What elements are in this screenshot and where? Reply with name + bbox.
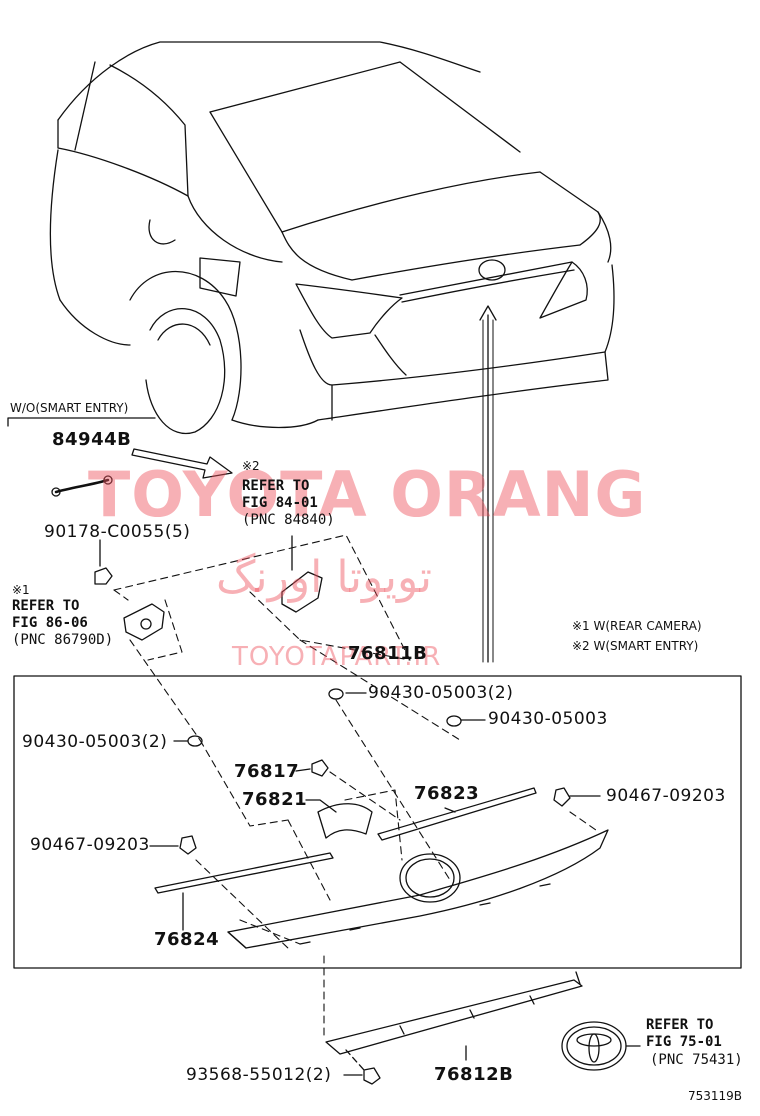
wo-smart-entry-label: W/O(SMART ENTRY) [10, 401, 129, 415]
screw-icon [553, 787, 571, 807]
part-84944b: 84944B [52, 429, 132, 450]
washer-icon [446, 715, 462, 727]
plate-icon [317, 803, 373, 839]
car-body-drawing [49, 41, 615, 435]
ref2-line2: FIG 84-01 [242, 495, 318, 511]
watermark-site: TOYOTAPART.IR [232, 642, 442, 672]
ref2-line3: (PNC 84840) [242, 512, 335, 528]
strip-right-icon [377, 787, 537, 841]
arrow-up-icon [479, 305, 497, 663]
part-76821: 76821 [242, 789, 308, 810]
ref2-mark: ※2 [242, 459, 260, 473]
nut-icon [94, 567, 113, 585]
part-76817: 76817 [234, 761, 300, 782]
washer-icon [187, 735, 203, 747]
washer-icon [328, 688, 344, 700]
part-76823: 76823 [414, 783, 480, 804]
strip-76812b-icon [325, 979, 583, 1055]
parts-box [13, 675, 742, 969]
strip-left-icon [154, 852, 334, 894]
garnish-76811b-icon [227, 829, 609, 949]
screw-icon [363, 1067, 381, 1085]
figure-id: 753119B [688, 1089, 743, 1103]
ref1-line1: REFER TO [12, 598, 80, 614]
switch-icon [281, 571, 323, 613]
ref3-line3: (PNC 75431) [650, 1052, 743, 1068]
part-90178-c0055: 90178-C0055(5) [44, 522, 191, 542]
part-90467-09203-right: 90467-09203 [606, 786, 726, 806]
ref3-line1: REFER TO [646, 1017, 714, 1033]
part-76811b: 76811B [348, 643, 428, 664]
rear-camera-icon [123, 603, 165, 641]
part-90430-05003-2-left: 90430-05003(2) [22, 732, 168, 752]
ref1-mark: ※1 [12, 583, 30, 597]
ref1-line2: FIG 86-06 [12, 615, 88, 631]
part-76812b: 76812B [434, 1064, 514, 1085]
toyota-emblem-icon [561, 1021, 641, 1071]
note-rear-camera: ※1 W(REAR CAMERA) [572, 619, 702, 633]
emblem-ring-icon [399, 853, 461, 903]
note-smart-entry: ※2 W(SMART ENTRY) [572, 639, 699, 653]
part-76824: 76824 [154, 929, 220, 950]
part-90467-09203-left: 90467-09203 [30, 835, 150, 855]
part-90430-05003-2-top: 90430-05003(2) [368, 683, 514, 703]
ref1-line3: (PNC 86790D) [12, 632, 114, 648]
screw-icon [179, 835, 197, 855]
ref3-line2: FIG 75-01 [646, 1034, 722, 1050]
outline-arrow-icon [131, 448, 233, 479]
watermark-arabic: تویوتا اورنگ [216, 552, 432, 603]
wo-smart-entry-bracket [7, 417, 156, 427]
part-93568-55012: 93568-55012(2) [186, 1065, 332, 1085]
watermark-main: TOYOTA ORANG [88, 458, 647, 531]
ref2-line1: REFER TO [242, 478, 310, 494]
part-90430-05003: 90430-05003 [488, 709, 608, 729]
clip-icon [311, 759, 329, 777]
